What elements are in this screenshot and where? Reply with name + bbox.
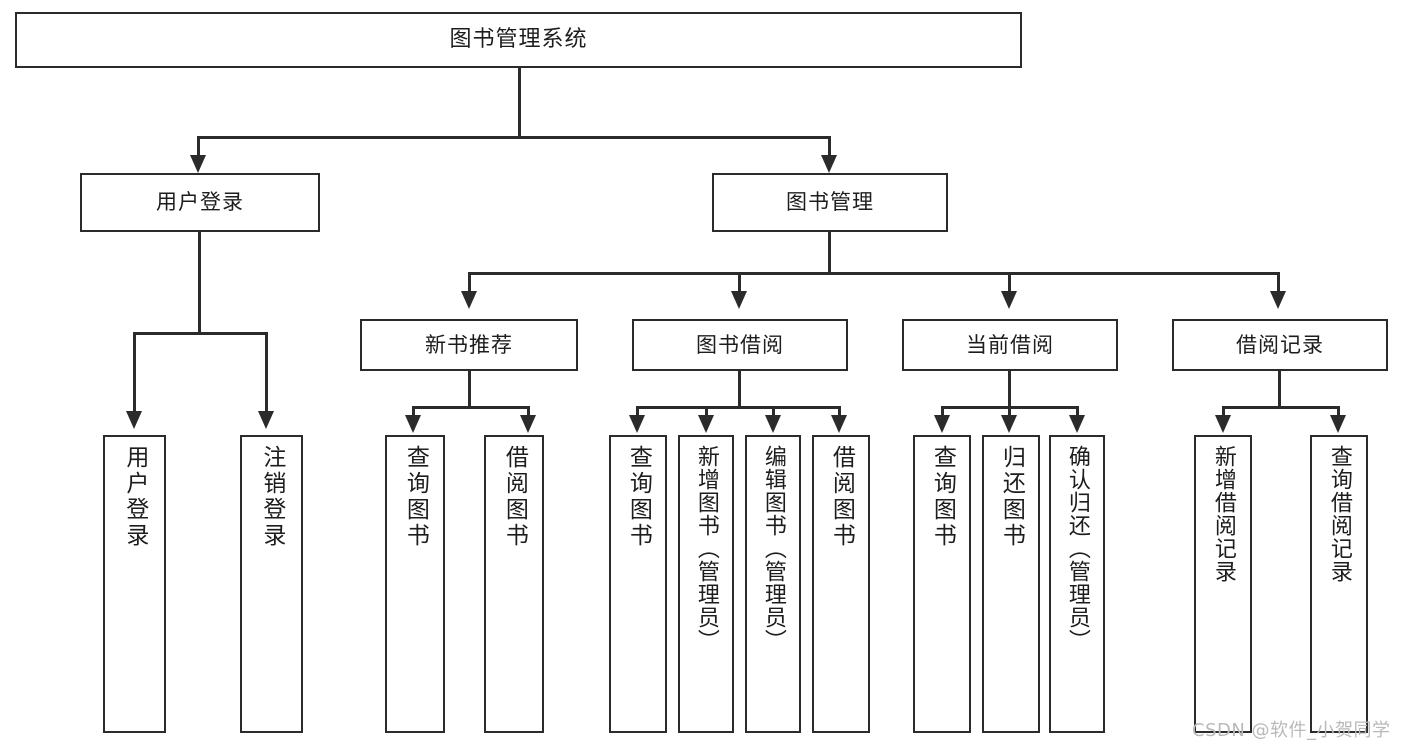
node-leaf-add-record[interactable]: 新增借阅记录	[1194, 435, 1252, 733]
node-leaf-logout-login-label: 注销登录	[258, 445, 285, 549]
connector-borrow-record-bus	[1222, 406, 1340, 409]
connector-user-login-stem	[198, 232, 201, 334]
node-leaf-add-record-label: 新增借阅记录	[1210, 445, 1236, 583]
node-root[interactable]: 图书管理系统	[15, 12, 1022, 68]
connector-borrow-record-drop-1	[1222, 406, 1225, 418]
arrowhead-current-borrow	[1001, 291, 1017, 309]
node-leaf-return-book[interactable]: 归还图书	[982, 435, 1040, 733]
node-leaf-confirm-return[interactable]: 确认归还（管理员）	[1049, 435, 1105, 733]
arrowhead-leaf-add-book-admin	[698, 415, 714, 433]
node-current-borrow[interactable]: 当前借阅	[902, 319, 1118, 371]
csdn-watermark: CSDN @软件_小贺同学	[1192, 720, 1391, 741]
node-leaf-borrow-book-2[interactable]: 借阅图书	[812, 435, 870, 733]
node-user-login-label: 用户登录	[156, 190, 244, 215]
connector-new-book-rec-drop-2	[527, 406, 530, 418]
connector-book-borrow-drop-4	[838, 406, 841, 418]
connector-book-manage-stem	[828, 232, 831, 274]
connector-new-book-rec-stem	[468, 371, 471, 409]
node-book-manage[interactable]: 图书管理	[712, 173, 948, 232]
node-new-book-rec-label: 新书推荐	[425, 332, 513, 357]
connector-current-borrow-drop-2	[1008, 406, 1011, 418]
node-leaf-query-book-2[interactable]: 查询图书	[609, 435, 667, 733]
connector-book-borrow-drop-3	[772, 406, 775, 418]
connector-user-login-drop-2	[265, 332, 268, 414]
arrowhead-leaf-borrow-book-1	[520, 415, 536, 433]
connector-user-login-drop-1	[133, 332, 136, 414]
node-leaf-return-book-label: 归还图书	[998, 445, 1025, 549]
node-leaf-user-login-label: 用户登录	[121, 445, 148, 549]
arrowhead-leaf-query-book-2	[629, 415, 645, 433]
connector-book-borrow-drop-2	[705, 406, 708, 418]
connector-user-login-bus	[133, 332, 268, 335]
connector-book-manage-drop-4	[1277, 272, 1280, 294]
node-user-login[interactable]: 用户登录	[80, 173, 320, 232]
arrowhead-leaf-edit-book-admin	[765, 415, 781, 433]
connector-book-manage-bus	[468, 272, 1280, 275]
connector-to-user-login	[197, 136, 200, 158]
node-root-label: 图书管理系统	[449, 27, 588, 53]
connector-borrow-record-drop-2	[1337, 406, 1340, 418]
node-leaf-query-record-label: 查询借阅记录	[1326, 445, 1352, 583]
node-book-borrow-label: 图书借阅	[696, 332, 784, 357]
node-leaf-borrow-book-1-label: 借阅图书	[501, 445, 528, 549]
connector-to-book-manage	[828, 136, 831, 158]
node-borrow-record-label: 借阅记录	[1236, 332, 1324, 357]
arrowhead-borrow-record	[1270, 291, 1286, 309]
connector-root-stem	[518, 68, 521, 138]
node-leaf-edit-book-admin-label: 编辑图书（管理员）	[760, 445, 786, 652]
connector-book-manage-drop-1	[468, 272, 471, 294]
connector-borrow-record-stem	[1278, 371, 1281, 409]
node-leaf-add-book-admin[interactable]: 新增图书（管理员）	[678, 435, 734, 733]
connector-book-borrow-bus	[636, 406, 840, 409]
node-leaf-edit-book-admin[interactable]: 编辑图书（管理员）	[745, 435, 801, 733]
node-leaf-confirm-return-label: 确认归还（管理员）	[1064, 445, 1090, 652]
node-book-borrow[interactable]: 图书借阅	[632, 319, 848, 371]
connector-current-borrow-drop-3	[1076, 406, 1079, 418]
node-leaf-add-book-admin-label: 新增图书（管理员）	[693, 445, 719, 652]
arrowhead-leaf-logout-login	[258, 411, 274, 429]
node-leaf-query-book-1[interactable]: 查询图书	[385, 435, 445, 733]
connector-book-manage-drop-3	[1008, 272, 1011, 294]
node-current-borrow-label: 当前借阅	[966, 332, 1054, 357]
connector-current-borrow-stem	[1008, 371, 1011, 409]
node-leaf-borrow-book-1[interactable]: 借阅图书	[484, 435, 544, 733]
arrowhead-leaf-query-record	[1330, 415, 1346, 433]
node-new-book-rec[interactable]: 新书推荐	[360, 319, 578, 371]
connector-new-book-rec-drop-1	[412, 406, 415, 418]
node-leaf-query-book-2-label: 查询图书	[625, 445, 652, 549]
connector-book-borrow-stem	[738, 371, 741, 409]
node-leaf-query-book-3[interactable]: 查询图书	[913, 435, 971, 733]
arrowhead-book-borrow	[731, 291, 747, 309]
node-leaf-user-login[interactable]: 用户登录	[103, 435, 166, 733]
connector-level1-bus	[197, 136, 831, 139]
arrowhead-new-book-rec	[461, 291, 477, 309]
node-leaf-logout-login[interactable]: 注销登录	[240, 435, 303, 733]
connector-current-borrow-drop-1	[941, 406, 944, 418]
arrowhead-leaf-borrow-book-2	[831, 415, 847, 433]
connector-new-book-rec-bus	[412, 406, 530, 409]
arrowhead-leaf-return-book	[1001, 415, 1017, 433]
node-leaf-borrow-book-2-label: 借阅图书	[828, 445, 855, 549]
arrowhead-leaf-query-book-1	[405, 415, 421, 433]
connector-book-manage-drop-2	[738, 272, 741, 294]
arrowhead-leaf-query-book-3	[934, 415, 950, 433]
arrowhead-leaf-add-record	[1215, 415, 1231, 433]
node-leaf-query-book-1-label: 查询图书	[402, 445, 429, 549]
arrowhead-book-manage	[821, 155, 837, 173]
node-leaf-query-record[interactable]: 查询借阅记录	[1310, 435, 1368, 733]
node-borrow-record[interactable]: 借阅记录	[1172, 319, 1388, 371]
arrowhead-leaf-user-login	[126, 411, 142, 429]
node-book-manage-label: 图书管理	[786, 190, 874, 215]
arrowhead-user-login	[190, 155, 206, 173]
arrowhead-leaf-confirm-return	[1069, 415, 1085, 433]
node-leaf-query-book-3-label: 查询图书	[929, 445, 956, 549]
connector-book-borrow-drop-1	[636, 406, 639, 418]
